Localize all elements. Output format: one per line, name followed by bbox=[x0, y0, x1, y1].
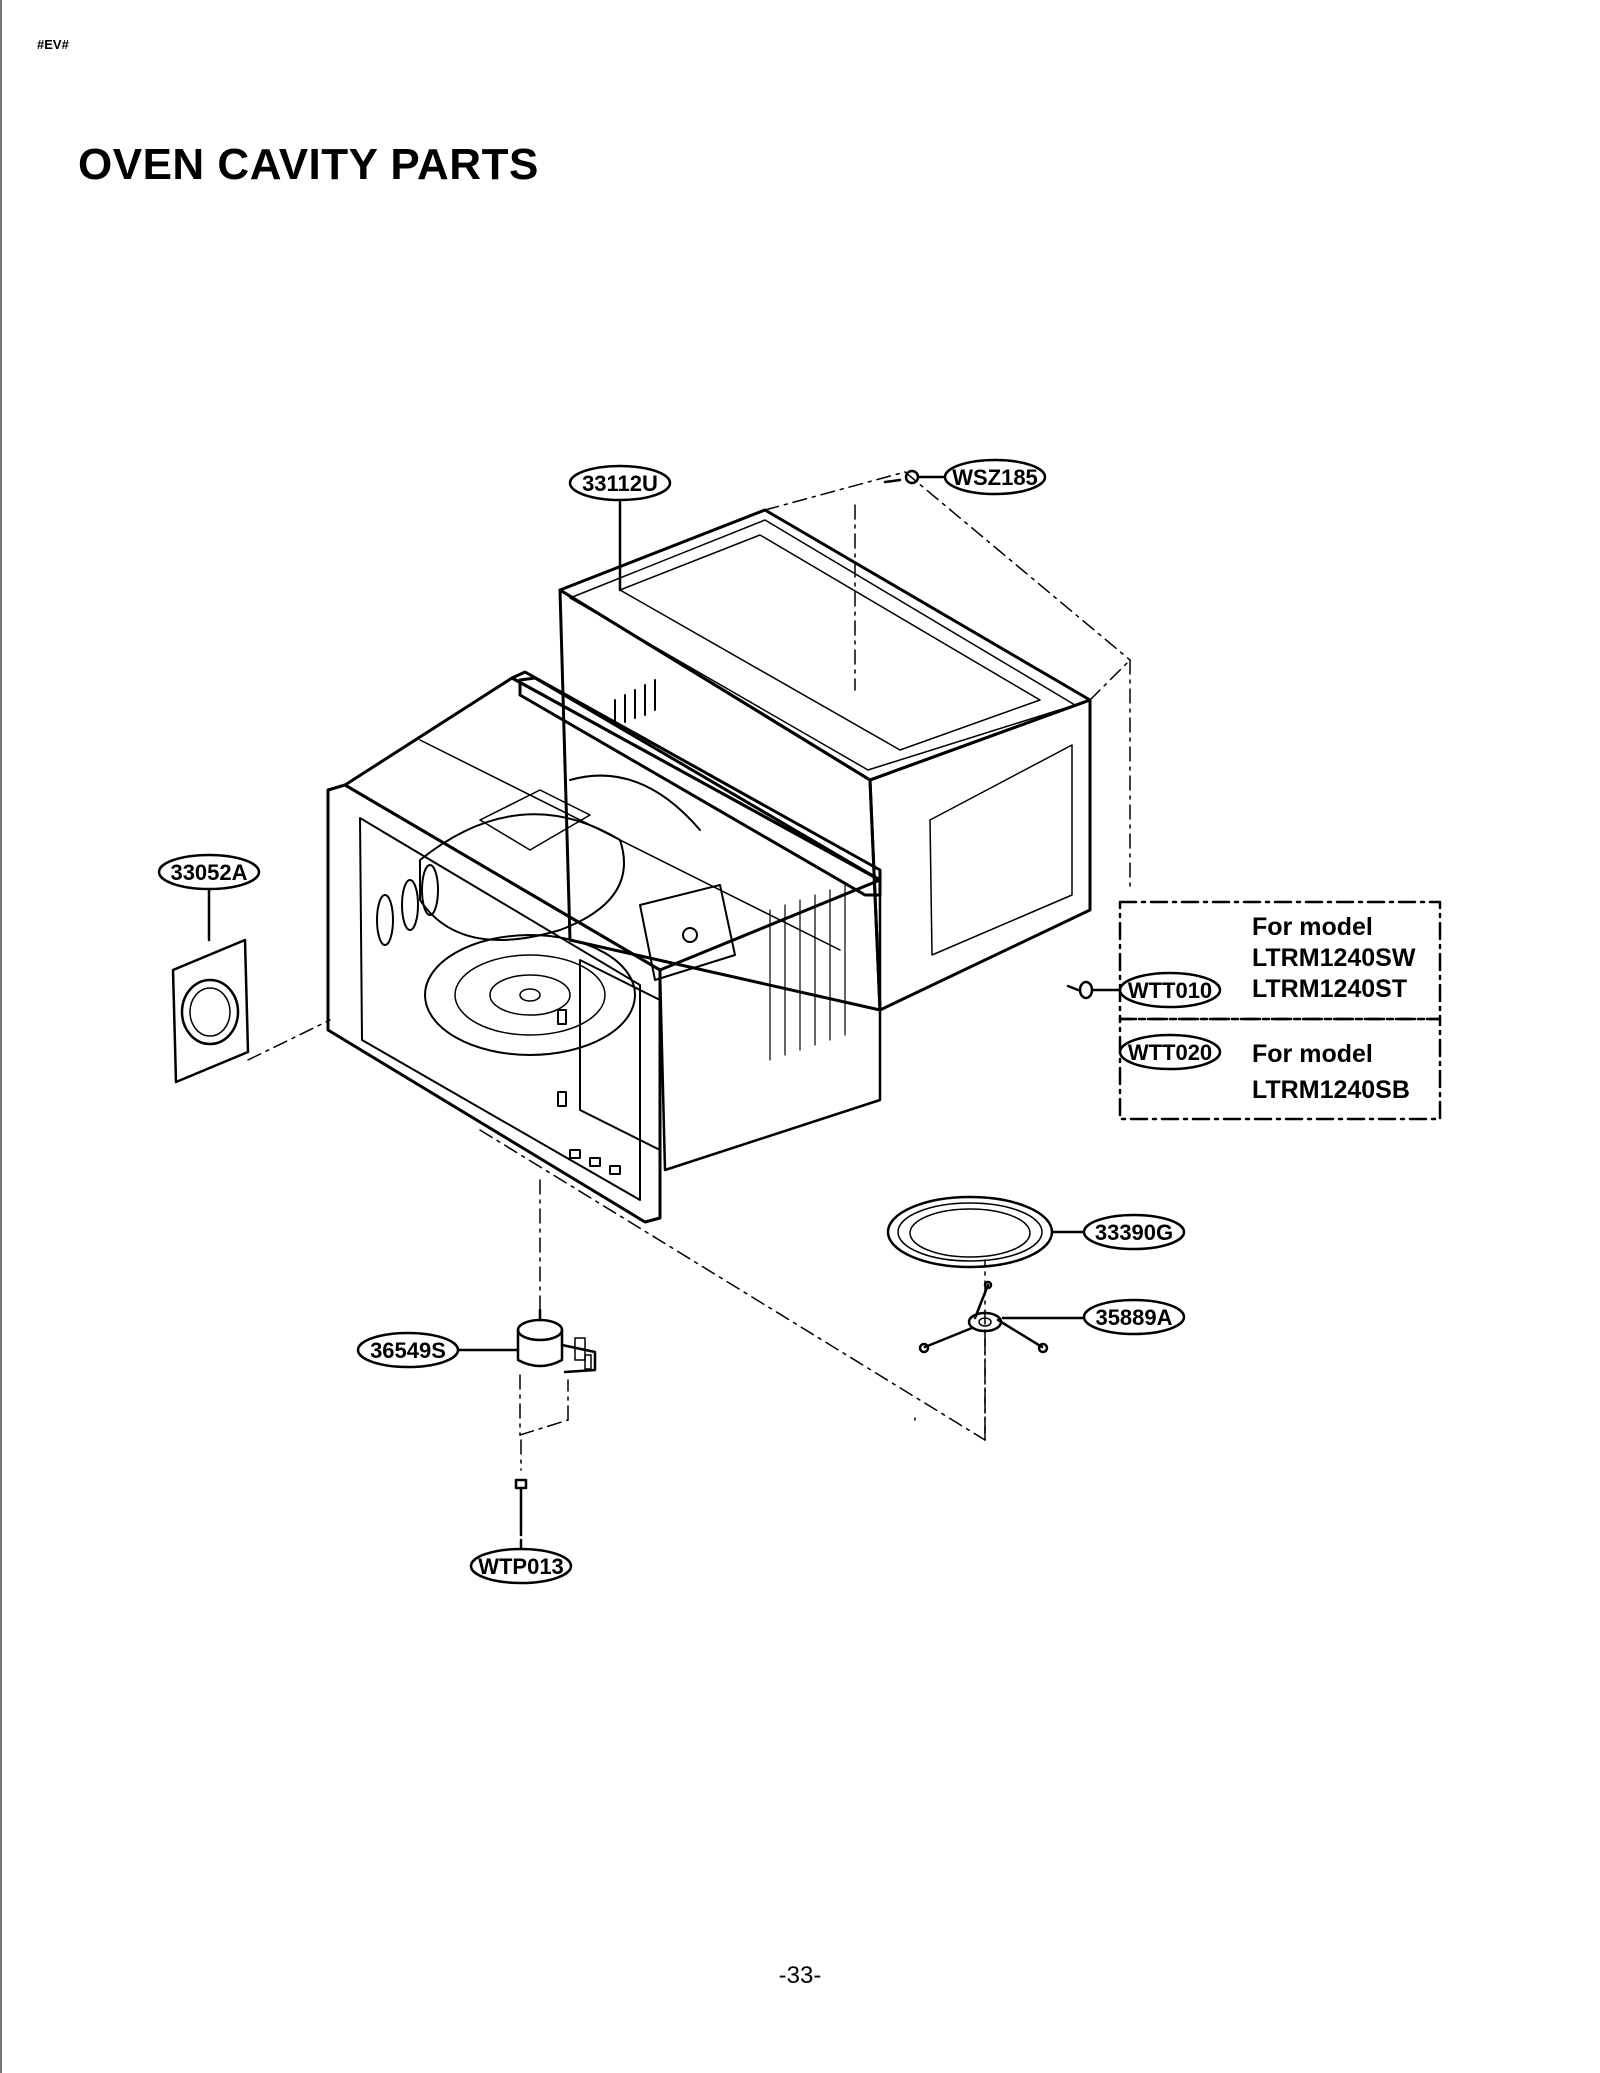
note-line: LTRM1240ST bbox=[1252, 975, 1408, 1003]
motor-drawing bbox=[456, 1308, 597, 1374]
tray-drawing bbox=[886, 1195, 1090, 1269]
model-note-boxes bbox=[1118, 900, 1442, 1121]
oven-cavity-drawing bbox=[326, 670, 882, 1224]
case-screw-drawing bbox=[883, 469, 947, 485]
side-screw-drawing bbox=[1066, 980, 1122, 1000]
roller-guide-drawing bbox=[914, 1280, 1090, 1441]
callout-label: WTP013 bbox=[478, 1554, 564, 1579]
motor-guide-lines bbox=[519, 1374, 569, 1471]
callout-WSZ185: WSZ185 bbox=[943, 458, 1047, 496]
header-tag: #EV# bbox=[37, 37, 69, 52]
motor-screw-drawing bbox=[514, 1478, 528, 1537]
callout-label: 36549S bbox=[370, 1338, 446, 1363]
outer-case-drawing bbox=[558, 508, 1092, 1012]
cover-drawing bbox=[171, 938, 250, 1084]
model-note-first: For model LTRM1240SW LTRM1240ST bbox=[1252, 912, 1415, 1005]
callout-label: 33112U bbox=[582, 471, 658, 496]
cover-guide-line bbox=[247, 1019, 331, 1061]
callout-33390G: 33390G bbox=[1082, 1213, 1186, 1251]
callout-33052A: 33052A bbox=[157, 853, 261, 891]
callout-36549S: 36549S bbox=[356, 1331, 460, 1369]
front-frame-drawing bbox=[518, 676, 882, 897]
note-line: LTRM1240SW bbox=[1252, 944, 1416, 972]
page-title: OVEN CAVITY PARTS bbox=[78, 140, 539, 189]
note-line: For model bbox=[1252, 1040, 1373, 1068]
callout-WTT010: WTT010 bbox=[1118, 971, 1222, 1009]
cavity-guide-lines bbox=[479, 1129, 986, 1441]
callout-label: WTT010 bbox=[1128, 978, 1212, 1003]
callout-label: 33390G bbox=[1095, 1220, 1173, 1245]
callout-label: WTT020 bbox=[1128, 1040, 1212, 1065]
callout-35889A: 35889A bbox=[1082, 1298, 1186, 1336]
callout-WTT020: WTT020 bbox=[1118, 1033, 1222, 1071]
callout-label: WSZ185 bbox=[952, 465, 1038, 490]
case-guide-lines bbox=[764, 471, 1131, 891]
note-line: LTRM1240SB bbox=[1252, 1076, 1410, 1104]
callout-label: 33052A bbox=[170, 860, 247, 885]
model-note-second: For model LTRM1240SB bbox=[1252, 1036, 1410, 1108]
leader-lines bbox=[207, 495, 622, 1550]
callout-WTP013: WTP013 bbox=[469, 1547, 573, 1585]
note-line: For model bbox=[1252, 913, 1373, 941]
page-number: -33- bbox=[778, 1962, 822, 1989]
callout-33112U: 33112U bbox=[568, 464, 672, 502]
callout-label: 35889A bbox=[1095, 1305, 1172, 1330]
